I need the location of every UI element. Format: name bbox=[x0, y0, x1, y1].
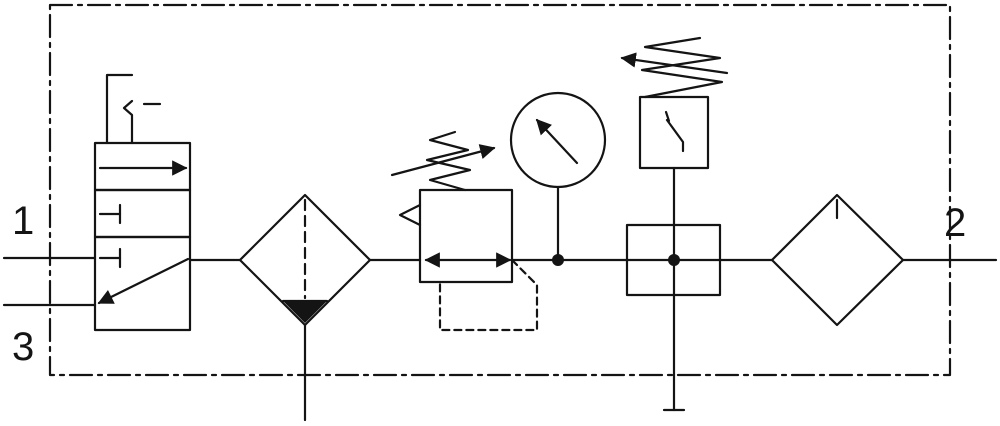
pressure-switch bbox=[620, 36, 729, 170]
port-3-label: 3 bbox=[12, 325, 35, 369]
pressure-gauge bbox=[509, 91, 607, 266]
branching-module bbox=[625, 166, 722, 412]
pressure-regulator bbox=[390, 130, 539, 332]
junction-dot bbox=[552, 254, 564, 266]
port-1-label: 1 bbox=[12, 199, 35, 243]
unit-enclosure bbox=[48, 3, 952, 377]
main-flow-line bbox=[2, 256, 998, 307]
junction-dot bbox=[668, 254, 680, 266]
adjustable-spring bbox=[390, 130, 496, 192]
adjustable-spring bbox=[620, 36, 729, 99]
manual-lock-actuator bbox=[105, 73, 162, 145]
port-2-label: 2 bbox=[944, 201, 967, 245]
shut-off-valve bbox=[93, 73, 192, 332]
filter bbox=[770, 193, 905, 327]
filter-with-water-separator bbox=[238, 193, 372, 422]
